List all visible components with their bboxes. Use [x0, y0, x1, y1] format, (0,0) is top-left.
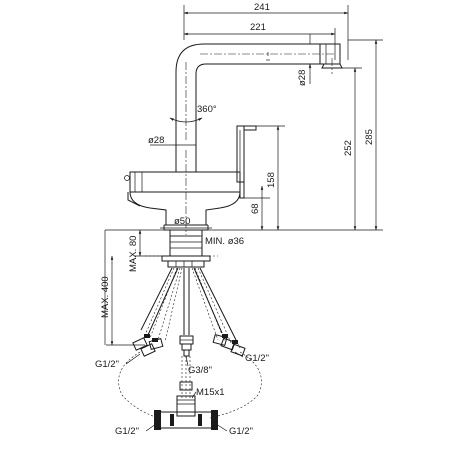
dimension-total-reach: 241: [183, 2, 349, 60]
flexible-hoses: [140, 267, 241, 349]
base-height-label: 68: [250, 203, 261, 214]
dimension-spout-diameter: ø28: [297, 34, 312, 86]
max-deck-label: MAX. 80: [128, 236, 139, 272]
dimension-max-hose: MAX. 400: [100, 255, 145, 346]
dimension-base-diameter: ø50: [160, 216, 212, 229]
dimension-body-diameter: ø28: [148, 135, 197, 150]
supply-paths: [118, 351, 262, 419]
rotation-indicator: 360°: [169, 104, 217, 123]
body-diameter-label: ø28: [148, 135, 164, 146]
spout-diameter-label: ø28: [297, 70, 308, 86]
spout-height-label: 252: [343, 140, 354, 156]
min-hole-label: MIN. ø36: [205, 236, 244, 247]
max-hose-label: MAX. 400: [100, 276, 111, 318]
hose-fitting-right: [212, 333, 246, 357]
dimension-spout-height: 252: [342, 67, 362, 231]
dimension-max-deck: MAX. 80: [128, 229, 162, 272]
deck-line: [104, 229, 383, 345]
dimension-lever-height: 158: [256, 125, 285, 231]
hose-right-label: G1/2": [245, 353, 269, 364]
connector-thread-label: M15x1: [196, 387, 225, 398]
dimension-base-height: 68: [244, 185, 270, 231]
hose-fitting-center: [179, 335, 194, 357]
dimension-total-height: 285: [348, 39, 383, 231]
base-diameter-label: ø50: [174, 216, 190, 227]
rotation-label: 360°: [197, 104, 217, 115]
lever-handle: [236, 125, 257, 199]
lever-height-label: 158: [266, 172, 277, 188]
tee-connector: [154, 395, 218, 430]
center-thread-label: G3/8": [188, 365, 212, 376]
tee-right-label: G1/2": [229, 426, 253, 437]
faucet-spout: [175, 43, 343, 145]
total-height-label: 285: [364, 129, 375, 145]
hose-left-label: G1/2": [95, 359, 119, 370]
total-reach-label: 241: [254, 2, 270, 13]
spout-reach-label: 221: [250, 22, 266, 33]
hose-fitting-left: [132, 334, 164, 357]
tee-left-label: G1/2": [115, 426, 139, 437]
dimension-min-hole: MIN. ø36: [170, 235, 244, 247]
